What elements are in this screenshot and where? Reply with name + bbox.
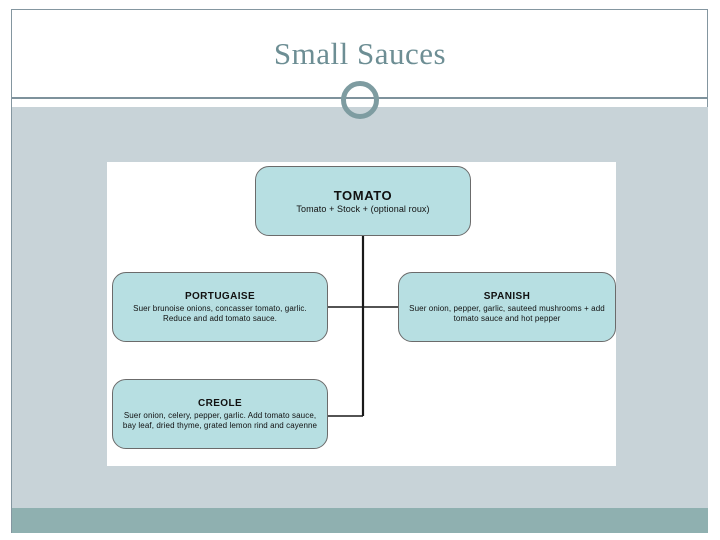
flow-node-description: Suer onion, pepper, garlic, sauteed mush… bbox=[409, 303, 605, 323]
diagram-canvas: TOMATO Tomato + Stock + (optional roux) … bbox=[107, 162, 616, 466]
flow-node-tomato[interactable]: TOMATO Tomato + Stock + (optional roux) bbox=[255, 166, 471, 236]
slide-footer-band bbox=[12, 508, 708, 533]
flow-node-description: Suer brunoise onions, concasser tomato, … bbox=[133, 303, 307, 323]
decorative-ring-icon bbox=[341, 81, 379, 119]
flow-node-portugaise[interactable]: PORTUGAISE Suer brunoise onions, concass… bbox=[112, 272, 328, 342]
page-title: Small Sauces bbox=[273, 36, 447, 71]
flow-node-description: Suer onion, celery, pepper, garlic. Add … bbox=[122, 410, 318, 430]
flow-node-spanish[interactable]: SPANISH Suer onion, pepper, garlic, saut… bbox=[398, 272, 616, 342]
flow-node-title: PORTUGAISE bbox=[184, 290, 256, 302]
flow-node-title: TOMATO bbox=[333, 187, 393, 203]
flow-node-title: CREOLE bbox=[197, 397, 243, 409]
flow-node-title: SPANISH bbox=[483, 290, 531, 302]
flow-node-description: Tomato + Stock + (optional roux) bbox=[296, 203, 430, 214]
flow-node-creole[interactable]: CREOLE Suer onion, celery, pepper, garli… bbox=[112, 379, 328, 449]
connector-lines bbox=[328, 236, 398, 417]
